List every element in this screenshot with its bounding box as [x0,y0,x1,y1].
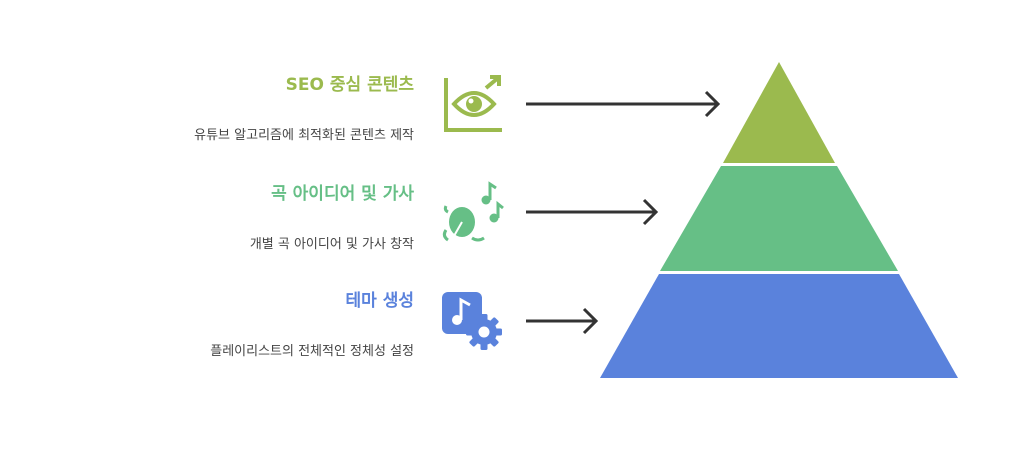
tier-1-title: SEO 중심 콘텐츠 [285,75,414,95]
tier-1-title-block: SEO 중심 콘텐츠 [286,74,414,96]
music-notes-leaf-icon [440,180,504,244]
pyramid-middle-tier [660,166,898,271]
tier-3-title: 테마 생성 [345,291,414,311]
pyramid-bottom-tier [600,274,958,378]
tier-3-description: 플레이리스트의 전체적인 정체성 설정 [210,344,414,359]
tier-2-description: 개별 곡 아이디어 및 가사 창작 [249,237,414,252]
tier-3-arrow [524,306,604,336]
tier-2-title-block: 곡 아이디어 및 가사 [271,183,414,205]
tier-2-title: 곡 아이디어 및 가사 [271,184,414,204]
tier-1-arrow [524,89,724,119]
music-file-gear-icon [440,288,504,352]
pyramid-top-tier [723,62,835,163]
eye-chart-icon [440,72,504,136]
tier-3-title-block: 테마 생성 [346,290,414,312]
tier-2-arrow [524,197,664,227]
tier-1-description: 유튜브 알고리즘에 최적화된 콘텐츠 제작 [194,128,414,143]
